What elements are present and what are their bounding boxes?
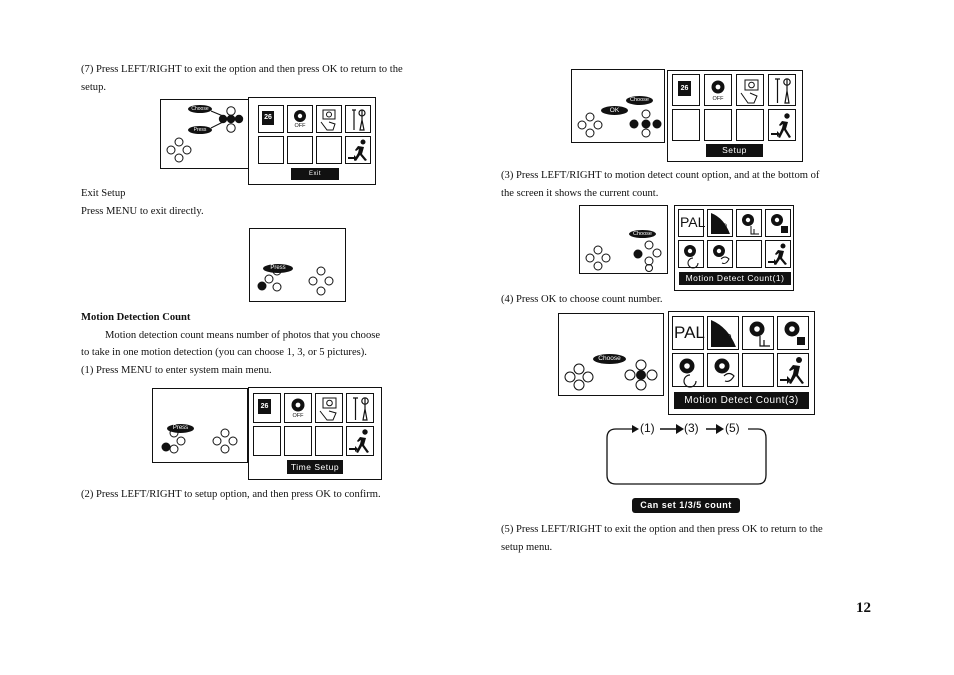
quality-hq-icon: HQ bbox=[707, 316, 739, 350]
exit-runner-icon bbox=[768, 109, 796, 141]
empty-cell-1 bbox=[672, 109, 700, 141]
paragraph-line1: Motion detection count means number of p… bbox=[105, 330, 381, 341]
pal-icon: PAL bbox=[672, 316, 705, 350]
crop-eye-icon bbox=[736, 209, 762, 237]
motion-detect-count-bar: Motion Detect Count(1) bbox=[679, 272, 791, 285]
quality-hq-icon: HQ bbox=[707, 209, 733, 237]
tools-icon bbox=[345, 105, 371, 133]
press-callout: Press bbox=[263, 264, 293, 273]
calendar-icon: 26 bbox=[672, 74, 700, 106]
step5-text-line1: (5) Press LEFT/RIGHT to exit the option … bbox=[501, 524, 823, 535]
step2-text: (2) Press LEFT/RIGHT to setup option, an… bbox=[81, 489, 381, 500]
cycle-option-1: (1) bbox=[640, 421, 655, 435]
power-off-icon: OFF bbox=[704, 74, 732, 106]
step7-text-line2: setup. bbox=[81, 82, 107, 93]
calendar-icon: 26 bbox=[253, 393, 281, 423]
dpad-icon bbox=[257, 266, 334, 296]
dpad-icon bbox=[564, 359, 658, 391]
empty-cell-1 bbox=[258, 136, 284, 164]
choose-callout: Choose bbox=[629, 230, 656, 238]
exposure-eye-icon bbox=[777, 316, 809, 350]
page-number: 12 bbox=[856, 600, 871, 616]
count-cycle-diagram bbox=[606, 424, 767, 485]
camera-controls-panel: Choose bbox=[558, 313, 664, 396]
timer-eye-icon bbox=[678, 240, 704, 269]
exit-bar: Exit bbox=[291, 168, 339, 180]
step5-text-line2: setup menu. bbox=[501, 542, 553, 553]
motion-eye-icon bbox=[707, 353, 739, 387]
exit-runner-icon bbox=[346, 426, 374, 456]
motion-detect-count-screen: PAL HQ Motion Detect Count(1) bbox=[674, 205, 794, 291]
choose-callout: Choose bbox=[593, 354, 626, 364]
choose-callout: Choose bbox=[188, 105, 212, 113]
crop-eye-icon bbox=[742, 316, 774, 350]
choose-callout: Choose bbox=[626, 96, 653, 105]
paragraph-line2: to take in one motion detection (you can… bbox=[81, 347, 367, 358]
empty-cell-3 bbox=[316, 136, 342, 164]
camera-controls-panel: Choose bbox=[579, 205, 668, 274]
motion-detect-count-screen: PAL HQ Motion Detect Count(3) bbox=[668, 311, 815, 415]
tools-icon bbox=[768, 74, 796, 106]
tools-icon bbox=[346, 393, 374, 423]
exit-runner-icon bbox=[345, 136, 371, 164]
camera-hand-icon bbox=[316, 105, 342, 133]
motion-eye-icon bbox=[707, 240, 733, 268]
camera-hand-icon bbox=[315, 393, 343, 423]
press-callout: Press bbox=[188, 126, 212, 134]
power-off-icon: OFF bbox=[287, 105, 313, 133]
cycle-option-3: (3) bbox=[684, 421, 699, 435]
time-setup-bar: Time Setup bbox=[287, 460, 343, 474]
setup-screen: 26 OFF Setup bbox=[667, 70, 803, 162]
press-menu-exit-text: Press MENU to exit directly. bbox=[81, 206, 204, 217]
empty-cell-2 bbox=[287, 136, 313, 164]
empty-cell-3 bbox=[315, 426, 343, 456]
exit-setup-label: Exit Setup bbox=[81, 188, 126, 199]
camera-controls-panel: Choose Press bbox=[160, 99, 250, 169]
ok-callout: OK bbox=[601, 106, 628, 115]
calendar-icon: 26 bbox=[258, 105, 284, 133]
step3-text-line1: (3) Press LEFT/RIGHT to motion detect co… bbox=[501, 170, 820, 181]
empty-cell bbox=[736, 240, 762, 268]
empty-cell-2 bbox=[284, 426, 312, 456]
dpad-icon bbox=[161, 428, 238, 454]
camera-hand-icon bbox=[736, 74, 764, 106]
press-callout: Press bbox=[167, 424, 194, 433]
time-setup-screen: 26 OFF Time Setup bbox=[248, 387, 382, 480]
step1-text: (1) Press MENU to enter system main menu… bbox=[81, 365, 272, 376]
menu-press-panel: Press bbox=[249, 228, 346, 302]
power-off-icon: OFF bbox=[284, 393, 312, 423]
step7-text-line1: (7) Press LEFT/RIGHT to exit the option … bbox=[81, 64, 403, 75]
dpad-icon bbox=[166, 106, 244, 163]
setup-bar: Setup bbox=[706, 144, 763, 157]
camera-controls-panel: Choose OK bbox=[571, 69, 665, 143]
motion-detect-count-bar: Motion Detect Count(3) bbox=[674, 392, 809, 409]
empty-cell bbox=[742, 353, 774, 387]
exposure-eye-icon bbox=[765, 209, 791, 237]
pal-icon: PAL bbox=[678, 209, 705, 237]
cycle-option-5: (5) bbox=[725, 421, 740, 435]
dpad-icon bbox=[577, 109, 662, 138]
empty-cell-3 bbox=[736, 109, 764, 141]
exit-runner-icon bbox=[765, 240, 791, 268]
step3-text-line2: the screen it shows the current count. bbox=[501, 188, 659, 199]
section-heading: Motion Detection Count bbox=[81, 312, 191, 323]
setup-screen: 26 OFF Exit bbox=[248, 97, 376, 185]
step4-text: (4) Press OK to choose count number. bbox=[501, 294, 663, 305]
exit-runner-icon bbox=[777, 353, 809, 387]
camera-controls-panel: Press bbox=[152, 388, 248, 463]
count-note-badge: Can set 1/3/5 count bbox=[632, 498, 740, 513]
empty-cell-2 bbox=[704, 109, 732, 141]
timer-eye-icon bbox=[672, 353, 704, 388]
dpad-icon bbox=[585, 240, 662, 272]
empty-cell-1 bbox=[253, 426, 281, 456]
